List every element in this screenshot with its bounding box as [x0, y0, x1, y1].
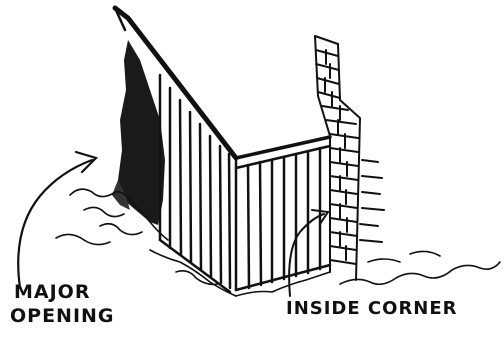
- major-opening-label-line1: MAJOR: [14, 281, 91, 303]
- inside-corner-label: INSIDE CORNER: [286, 298, 458, 319]
- major-opening-label-line2: OPENING: [10, 305, 115, 327]
- shadow-mass: [112, 40, 165, 225]
- side-wall: [234, 135, 332, 292]
- major-opening-arrow: [17, 150, 99, 290]
- ground-scribbles: [55, 188, 501, 297]
- front-wall: [112, 5, 239, 294]
- inside-corner-pointer: [288, 209, 330, 297]
- brick-column: [314, 35, 385, 281]
